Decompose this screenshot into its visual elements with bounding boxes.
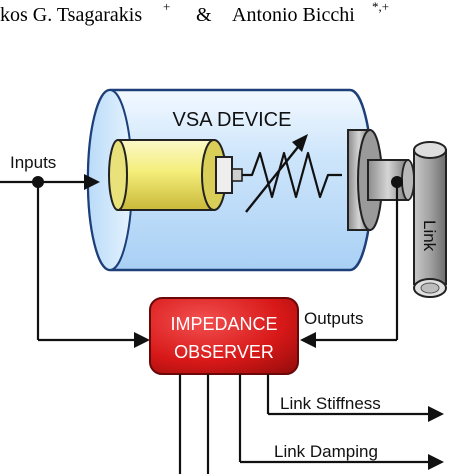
author-right-sup: *,+ xyxy=(372,0,390,14)
inputs-label: Inputs xyxy=(10,153,56,172)
damping-arrowhead xyxy=(428,454,444,470)
output-flange xyxy=(347,129,415,231)
link-stiffness-label: Link Stiffness xyxy=(280,394,381,413)
variable-spring xyxy=(242,134,342,213)
author-right-name: Antonio Bicchi xyxy=(232,4,355,26)
observer-label-line1: IMPEDANCE xyxy=(170,314,277,334)
vsa-device-label: VSA DEVICE xyxy=(173,109,292,131)
link-label: Link xyxy=(420,220,439,252)
observer-label-line2: OBSERVER xyxy=(174,342,274,362)
link-damping-label: Link Damping xyxy=(274,442,378,461)
author-conjunction: & xyxy=(196,4,212,26)
impedance-observer-box xyxy=(149,297,299,375)
author-line: kos G. Tsagarakis + & Antonio Bicchi *,+ xyxy=(0,0,474,40)
observer-output-wires xyxy=(178,374,428,474)
outputs-wires xyxy=(316,182,399,342)
inputs-junction-dot xyxy=(32,176,44,188)
author-left-sup: + xyxy=(163,0,171,14)
input-arrowhead-observer xyxy=(134,332,150,348)
link-arm xyxy=(413,141,447,298)
outputs-arrowhead xyxy=(300,332,316,348)
stiffness-arrowhead xyxy=(428,406,444,422)
author-left-name: kos G. Tsagarakis xyxy=(0,4,143,26)
outputs-label: Outputs xyxy=(304,309,364,328)
motor-cylinder xyxy=(108,139,243,211)
input-arrowhead-device xyxy=(84,174,100,190)
